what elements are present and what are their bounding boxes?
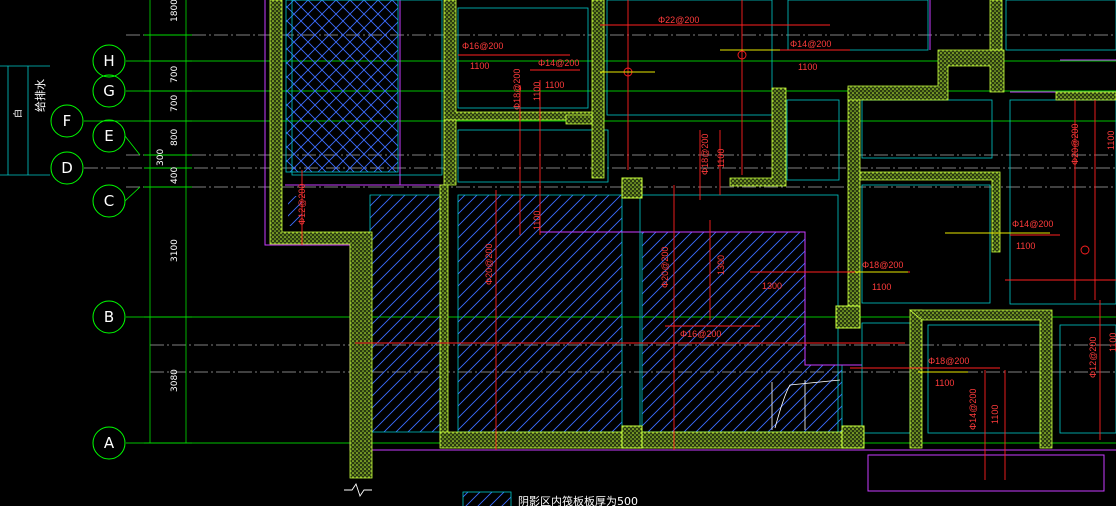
length-label-7: 1100	[1016, 241, 1035, 251]
rebar-labels: Φ16@200 Φ22@200 Φ14@200 Φ14@200 Φ18@200 …	[297, 15, 1098, 430]
wall-right-upper	[847, 87, 861, 313]
length-label-8: 1100	[872, 282, 891, 292]
cross-hatch-region-outline	[285, 0, 399, 173]
rebar-label-phi18-200-mid: Φ18@200	[862, 260, 903, 270]
axis-bubble-H[interactable]: H	[92, 44, 126, 78]
walls	[269, 0, 1116, 479]
axis-bubble-G[interactable]: G	[92, 74, 126, 108]
rebar-label-phi22-200: Φ22@200	[658, 15, 699, 25]
svg-text:D: D	[61, 159, 73, 177]
rebar-label-phi12-200-right: Φ12@200	[1088, 337, 1098, 378]
rebar-label-phi20-200-v2: Φ20@200	[660, 247, 670, 288]
cross-hatch-region	[286, 0, 398, 172]
wall-step	[565, 114, 593, 125]
diag-hatch-region-left	[369, 194, 441, 433]
length-label-1: 1100	[470, 61, 489, 71]
axis-bubble-D[interactable]: D	[50, 151, 84, 185]
rebar-label-phi18-200-low: Φ18@200	[928, 356, 969, 366]
axis-bubble-E[interactable]: E	[92, 119, 141, 156]
svg-text:A: A	[104, 434, 115, 452]
svg-text:H: H	[103, 52, 114, 70]
svg-text:G: G	[103, 82, 115, 100]
dim-label-3080: 3080	[170, 369, 180, 392]
legend-label: 阴影区内筏板板厚为500	[518, 494, 638, 506]
slab-outlines	[291, 0, 1116, 434]
rebar-label-phi14-200-top-a: Φ14@200	[538, 58, 579, 68]
wall-far-top	[989, 0, 1003, 51]
column-1	[621, 177, 643, 199]
wall-mid-vertical	[591, 0, 605, 179]
wall-right-upper-top	[847, 49, 1005, 101]
leader-lines	[600, 49, 1050, 373]
length-label-12: 1100	[990, 405, 1000, 424]
wall-right-room-c	[859, 171, 1001, 253]
diag-hatch-region-center	[641, 231, 843, 433]
rebar-label-phi14-200-right: Φ14@200	[1012, 219, 1053, 229]
svg-text:B: B	[104, 308, 114, 326]
diag-hatch-region-top-left	[288, 196, 302, 226]
dim-label-3100: 3100	[170, 239, 180, 262]
axis-bubbles: H G F E D C B A	[50, 44, 141, 460]
axis-bubble-B[interactable]: B	[92, 300, 126, 334]
rebar-label-phi16-200: Φ16@200	[462, 41, 503, 51]
column-2	[621, 425, 643, 449]
wall-top-left-room	[443, 0, 605, 121]
length-label-14: 1100	[1106, 131, 1116, 150]
rebar-label-phi14-200-low: Φ14@200	[968, 389, 978, 430]
wall-left-column-mid	[439, 184, 449, 441]
dimension-chain: 1800 700 700 800 300 400 3100 3080	[144, 0, 192, 444]
rebar-label-phi20-200-v: Φ20@200	[484, 244, 494, 285]
length-labels: 1100 1100 1100 1100 1100 1100 1100 1100 …	[470, 61, 1116, 424]
magenta-outlines	[264, 0, 1116, 492]
side-title-block: 给排水 白	[0, 65, 50, 176]
svg-text:C: C	[104, 192, 114, 210]
svg-text:E: E	[104, 127, 113, 145]
length-label-4: 1100	[532, 82, 542, 101]
length-label-10: 1300	[762, 281, 782, 291]
legend: 阴影区内筏板板厚为500	[462, 491, 638, 506]
dim-label-400: 400	[170, 167, 180, 184]
wall-right-low	[909, 309, 923, 449]
wall-center-v	[729, 87, 787, 187]
rebar-label-phi16-200-h: Φ16@200	[680, 329, 721, 339]
dim-label-1800: 1800	[170, 0, 180, 22]
column-3	[835, 305, 861, 329]
wall-left-column	[269, 0, 373, 479]
wall-right-low-top	[908, 309, 1053, 449]
wall-top-left-vertical	[443, 119, 457, 186]
length-label-2: 1100	[545, 80, 564, 90]
detail-curve	[771, 379, 841, 430]
length-label-5: 1100	[716, 149, 726, 168]
break-symbol	[344, 482, 372, 498]
legend-swatch	[462, 491, 512, 506]
axis-bubble-A[interactable]: A	[92, 426, 126, 460]
axis-bubble-F[interactable]: F	[50, 104, 84, 138]
wall-bottom	[439, 431, 863, 449]
dim-label-800: 800	[170, 129, 180, 146]
rebar-lines	[301, 0, 1116, 480]
svg-text:F: F	[63, 112, 72, 130]
dim-label-700-b: 700	[170, 95, 180, 112]
side-label-small: 白	[12, 109, 24, 118]
side-label-drainage: 给排水	[33, 79, 47, 112]
rebar-label-phi18-200-v2: Φ18@200	[700, 134, 710, 175]
length-label-11: 1100	[935, 378, 954, 388]
rebar-label-phi14-200-top-b: Φ14@200	[790, 39, 831, 49]
hatch-regions	[285, 0, 843, 433]
length-label-6: 1100	[532, 211, 542, 230]
rebar-label-phi18-200-v1: Φ18@200	[512, 69, 522, 110]
column-4	[841, 425, 865, 449]
length-label-13: 1100	[1108, 333, 1116, 352]
length-label-9: 1300	[716, 255, 726, 275]
columns	[621, 177, 865, 449]
wall-far-right	[1055, 91, 1116, 101]
dim-label-700-a: 700	[170, 66, 180, 83]
length-label-3: 1100	[798, 62, 817, 72]
rebar-label-phi20-200-right: Φ20@200	[1070, 124, 1080, 165]
axis-bubble-C[interactable]: C	[92, 184, 141, 218]
dim-ticks	[144, 34, 192, 444]
dim-label-300: 300	[156, 149, 166, 166]
rebar-label-phi12-200-left: Φ12@200	[297, 184, 307, 225]
